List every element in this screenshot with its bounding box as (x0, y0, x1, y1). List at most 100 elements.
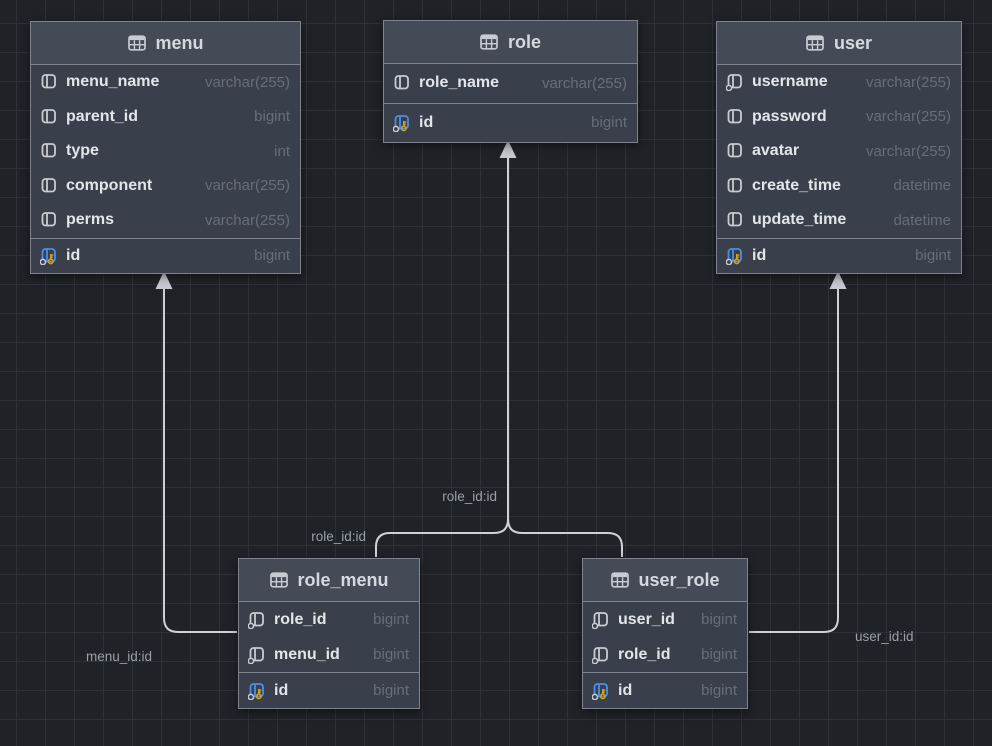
table-icon (806, 35, 825, 51)
column-type: varchar(255) (195, 177, 290, 194)
column-type: varchar(255) (856, 74, 951, 91)
column-type: bigint (691, 646, 737, 663)
column-row-id[interactable]: id bigint (717, 238, 961, 274)
column-row-password[interactable]: password varchar(255) (717, 100, 961, 135)
column-type: varchar(255) (195, 74, 290, 91)
column-name: role_id (274, 611, 326, 629)
primary-key-column-icon (247, 682, 266, 700)
column-icon (725, 108, 744, 126)
column-row-perms[interactable]: perms varchar(255) (31, 203, 300, 238)
column-icon (39, 177, 58, 195)
column-row-update_time[interactable]: update_time datetime (717, 203, 961, 238)
column-row-menu_id[interactable]: menu_id bigint (239, 637, 419, 672)
column-icon (725, 142, 744, 160)
column-row-id[interactable]: id bigint (31, 238, 300, 274)
relation-wire-menu_id-id[interactable] (164, 287, 237, 632)
table-title: user (834, 33, 872, 54)
column-name: component (66, 177, 152, 195)
column-name: perms (66, 211, 114, 229)
indexed-column-icon (725, 73, 744, 91)
column-type: bigint (244, 247, 290, 264)
column-type: varchar(255) (856, 143, 951, 160)
table-user-header[interactable]: user (717, 22, 961, 65)
column-icon (39, 142, 58, 160)
column-row-role_id[interactable]: role_id bigint (583, 637, 747, 672)
column-name: user_id (618, 611, 675, 629)
table-icon (480, 34, 499, 50)
primary-key-column-icon (39, 247, 58, 265)
column-name: menu_name (66, 73, 159, 91)
column-row-user_id[interactable]: user_id bigint (583, 602, 747, 637)
relation-wire-role_id-id-right[interactable] (508, 519, 622, 557)
column-name: role_name (419, 74, 499, 92)
relation-label-role_id-id-upper: role_id:id (442, 489, 497, 504)
column-type: bigint (363, 646, 409, 663)
column-icon (39, 73, 58, 91)
column-icon (39, 108, 58, 126)
column-name: username (752, 73, 828, 91)
column-icon (725, 211, 744, 229)
table-title: menu (155, 33, 203, 54)
column-name: password (752, 108, 827, 126)
indexed-column-icon (247, 646, 266, 664)
primary-key-column-icon (392, 114, 411, 132)
column-row-role_id[interactable]: role_id bigint (239, 602, 419, 637)
indexed-column-icon (591, 646, 610, 664)
column-row-create_time[interactable]: create_time datetime (717, 169, 961, 204)
column-name: id (66, 247, 80, 265)
column-name: update_time (752, 211, 846, 229)
table-role[interactable]: role role_name varchar(255) id bigint (383, 20, 638, 143)
column-icon (39, 211, 58, 229)
column-name: create_time (752, 177, 841, 195)
column-name: role_id (618, 646, 670, 664)
column-row-username[interactable]: username varchar(255) (717, 65, 961, 100)
column-row-parent_id[interactable]: parent_id bigint (31, 100, 300, 135)
column-type: varchar(255) (195, 212, 290, 229)
table-icon (610, 572, 629, 588)
relation-label-role_id-id-lower: role_id:id (311, 529, 366, 544)
table-user_role[interactable]: user_role user_id bigint role_id bigint … (582, 558, 748, 709)
primary-key-column-icon (591, 682, 610, 700)
column-name: avatar (752, 142, 799, 160)
column-type: bigint (691, 682, 737, 699)
table-menu-header[interactable]: menu (31, 22, 300, 65)
column-type: varchar(255) (532, 75, 627, 92)
table-user[interactable]: user username varchar(255) password varc… (716, 21, 962, 274)
column-name: id (752, 247, 766, 265)
table-role_menu-header[interactable]: role_menu (239, 559, 419, 602)
column-row-component[interactable]: component varchar(255) (31, 169, 300, 204)
column-type: datetime (883, 177, 951, 194)
indexed-column-icon (591, 611, 610, 629)
primary-key-column-icon (725, 247, 744, 265)
column-type: bigint (363, 611, 409, 628)
column-type: varchar(255) (856, 108, 951, 125)
column-row-id[interactable]: id bigint (239, 672, 419, 708)
relation-wire-user_id-id[interactable] (749, 287, 838, 632)
table-role_menu[interactable]: role_menu role_id bigint menu_id bigint … (238, 558, 420, 709)
indexed-column-icon (247, 611, 266, 629)
table-title: user_role (638, 570, 719, 591)
column-name: parent_id (66, 108, 138, 126)
table-menu[interactable]: menu menu_name varchar(255) parent_id bi… (30, 21, 301, 274)
column-icon (725, 177, 744, 195)
table-title: role_menu (297, 570, 388, 591)
column-row-id[interactable]: id bigint (384, 103, 637, 143)
table-user_role-header[interactable]: user_role (583, 559, 747, 602)
column-name: menu_id (274, 646, 340, 664)
column-row-type[interactable]: type int (31, 134, 300, 169)
column-type: datetime (883, 212, 951, 229)
table-icon (269, 572, 288, 588)
column-icon (392, 74, 411, 92)
column-row-menu_name[interactable]: menu_name varchar(255) (31, 65, 300, 100)
column-row-id[interactable]: id bigint (583, 672, 747, 708)
table-role-header[interactable]: role (384, 21, 637, 64)
column-name: id (618, 682, 632, 700)
column-row-avatar[interactable]: avatar varchar(255) (717, 134, 961, 169)
column-name: id (419, 114, 433, 132)
table-icon (127, 35, 146, 51)
relation-label-menu_id-id: menu_id:id (86, 649, 152, 664)
table-title: role (508, 32, 541, 53)
column-row-role_name[interactable]: role_name varchar(255) (384, 64, 637, 103)
column-type: bigint (244, 108, 290, 125)
